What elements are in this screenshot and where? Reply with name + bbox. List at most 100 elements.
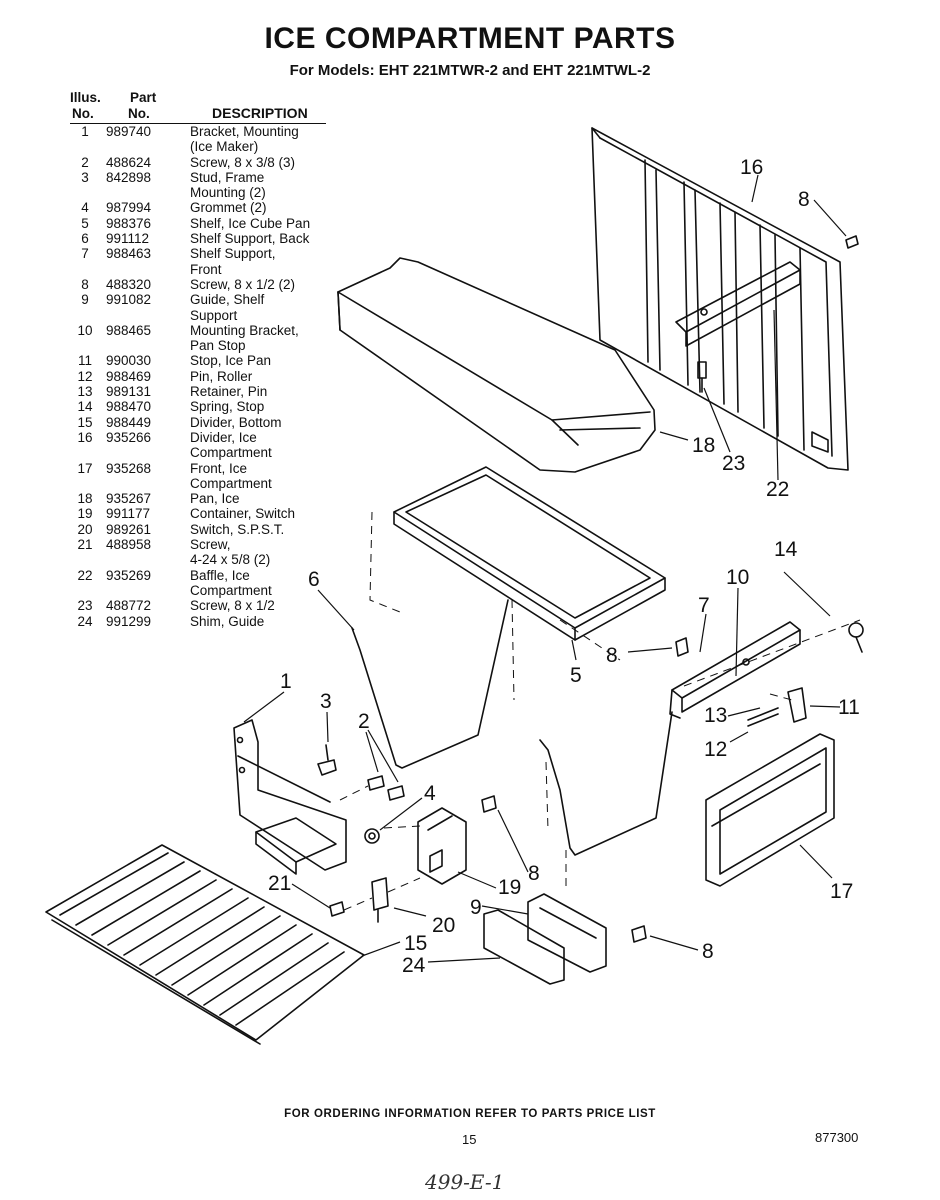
- switch-spst: [371, 877, 389, 923]
- row-part-no: 991082: [106, 292, 152, 308]
- row-illus-no: 20: [77, 521, 93, 537]
- row-part-no: 988376: [106, 215, 152, 231]
- row-description: Screw, 8 x 1/2 (2): [190, 276, 296, 292]
- screw-8-bracket: [675, 637, 689, 657]
- row-description: Stop, Ice Pan: [190, 353, 272, 369]
- callout-22: 22: [766, 478, 789, 501]
- callout-24: 24: [402, 954, 426, 977]
- handwritten-note: 499-E-1: [425, 1170, 505, 1194]
- screw-8-mid: [481, 795, 497, 813]
- table-header: Illus. No. Part No. DESCRIPTION: [70, 90, 340, 124]
- row-part-no: 488772: [106, 598, 152, 614]
- callout-11: 11: [838, 696, 860, 719]
- row-description: Baffle, Ice Compartment: [190, 567, 272, 598]
- ice-cube-pan-shelf: [393, 466, 666, 641]
- page-title: ICE COMPARTMENT PARTS: [264, 22, 676, 55]
- row-description: Divider, Ice Compartment: [190, 429, 272, 461]
- callout-5: 5: [570, 664, 582, 687]
- row-illus-no: 22: [77, 567, 93, 583]
- callout-3: 3: [320, 690, 332, 713]
- row-part-no: 988469: [106, 368, 152, 384]
- row-description: Shelf, Ice Cube Pan: [190, 215, 311, 231]
- callout-12: 12: [704, 738, 727, 761]
- callout-21: 21: [268, 872, 291, 895]
- row-part-no: 988470: [106, 399, 152, 415]
- row-part-no: 987994: [106, 200, 152, 216]
- row-part-no: 989740: [106, 124, 152, 139]
- header-rule: [70, 123, 326, 124]
- row-illus-no: 21: [77, 537, 93, 553]
- table-row: 19 991177 Container, Switch: [70, 506, 340, 521]
- row-description: Bracket, Mounting (Ice Maker): [190, 124, 299, 155]
- ice-compartment-front: [705, 733, 835, 887]
- row-description: Pan, Ice: [190, 491, 240, 507]
- row-illus-no: 18: [77, 491, 93, 507]
- callout-20: 20: [432, 914, 455, 937]
- row-description: Stud, Frame Mounting (2): [190, 169, 266, 201]
- shelf-support-back: [351, 599, 509, 769]
- callout-14: 14: [774, 538, 798, 561]
- roller-pin: [747, 707, 779, 727]
- row-description: Shelf Support, Front: [190, 246, 276, 277]
- bottom-divider-shelf: [45, 844, 365, 1045]
- callout-23: 23: [722, 452, 745, 475]
- callout-4: 4: [424, 782, 436, 805]
- row-illus-no: 4: [81, 200, 89, 216]
- row-part-no: 488320: [106, 276, 152, 292]
- row-illus-no: 13: [77, 384, 93, 400]
- header-part: Part: [130, 90, 157, 105]
- row-part-no: 989261: [106, 521, 152, 537]
- screw-21: [329, 901, 345, 917]
- callout-15: 15: [404, 932, 427, 955]
- frame-mounting-stud: [317, 744, 337, 776]
- row-part-no: 988465: [106, 322, 152, 338]
- row-illus-no: 16: [77, 429, 93, 445]
- row-part-no: 935268: [106, 460, 152, 476]
- callout-1: 1: [280, 670, 292, 693]
- callout-8-right: 8: [702, 940, 714, 963]
- row-description: Grommet (2): [190, 200, 267, 216]
- row-description: Container, Switch: [190, 506, 296, 522]
- header-illus-no: No.: [72, 106, 94, 121]
- page-subtitle: For Models: EHT 221MTWR-2 and EHT 221MTW…: [289, 62, 651, 79]
- callout-9: 9: [470, 896, 482, 919]
- row-illus-no: 6: [81, 231, 89, 247]
- shelf-support-front: [539, 711, 673, 856]
- screws-2: [367, 775, 405, 801]
- screw-8-right: [631, 925, 647, 943]
- row-part-no: 488624: [106, 154, 152, 170]
- callout-8-bracket: 8: [606, 644, 618, 667]
- row-part-no: 989131: [106, 384, 152, 400]
- callout-13: 13: [704, 704, 727, 727]
- row-description: Spring, Stop: [190, 399, 265, 415]
- row-description: Screw, 8 x 1/2: [190, 598, 275, 614]
- ice-pan: [337, 257, 656, 473]
- row-part-no: 935267: [106, 491, 152, 507]
- row-description: Screw, 8 x 3/8 (3): [190, 154, 296, 170]
- stop-spring: [848, 622, 864, 653]
- callout-6: 6: [308, 568, 320, 591]
- callout-18: 18: [692, 434, 715, 457]
- page-number: 15: [462, 1132, 477, 1147]
- row-description: Shelf Support, Back: [190, 231, 310, 247]
- row-illus-no: 19: [77, 506, 93, 522]
- row-description: Front, Ice Compartment: [190, 460, 272, 491]
- row-part-no: 991177: [106, 506, 151, 522]
- shelf-support-guide: [527, 893, 607, 973]
- ice-compartment-baffle: [675, 261, 801, 347]
- row-part-no: 935269: [106, 567, 152, 583]
- callout-16: 16: [740, 156, 763, 179]
